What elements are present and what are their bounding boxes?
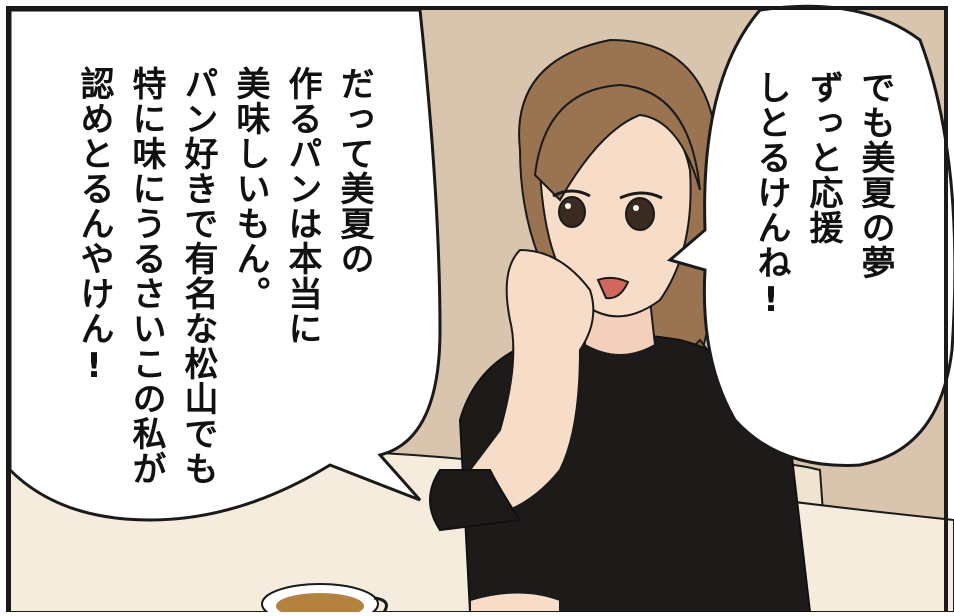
speech-line: 美味しいもん。 — [230, 66, 270, 311]
right-speech-text: でも美夏の夢 ずっと応援 しとるけんね! — [745, 70, 901, 321]
sleeve — [429, 469, 522, 532]
speech-line: 特に味にうるさいこの私が — [126, 66, 166, 486]
speech-line: パン好きで有名な松山でも — [178, 66, 218, 486]
coffee — [276, 593, 364, 616]
speech-line: ずっと応援 — [803, 70, 843, 245]
left-speech-bubble — [8, 8, 442, 522]
right-speech-bubble — [666, 4, 954, 467]
speech-line: 認めとるんやけん! — [74, 66, 114, 387]
mouth — [596, 276, 630, 300]
speech-line: 作るパンは本当に — [282, 66, 322, 346]
speech-line: だって美夏の — [334, 66, 374, 276]
hair-bangs — [533, 83, 701, 202]
speech-line: でも美夏の夢 — [855, 70, 895, 280]
speech-line: しとるけんね! — [751, 70, 791, 321]
panel-border — [6, 6, 948, 616]
left-speech-text: だって美夏の 作るパンは本当に 美味しいもん。 パン好きで有名な松山でも 特に味… — [68, 66, 380, 486]
hand-arm — [451, 248, 595, 522]
other-hand — [469, 591, 561, 613]
cup-handle — [373, 596, 388, 613]
right-eye — [625, 197, 655, 231]
left-eye — [558, 196, 586, 228]
